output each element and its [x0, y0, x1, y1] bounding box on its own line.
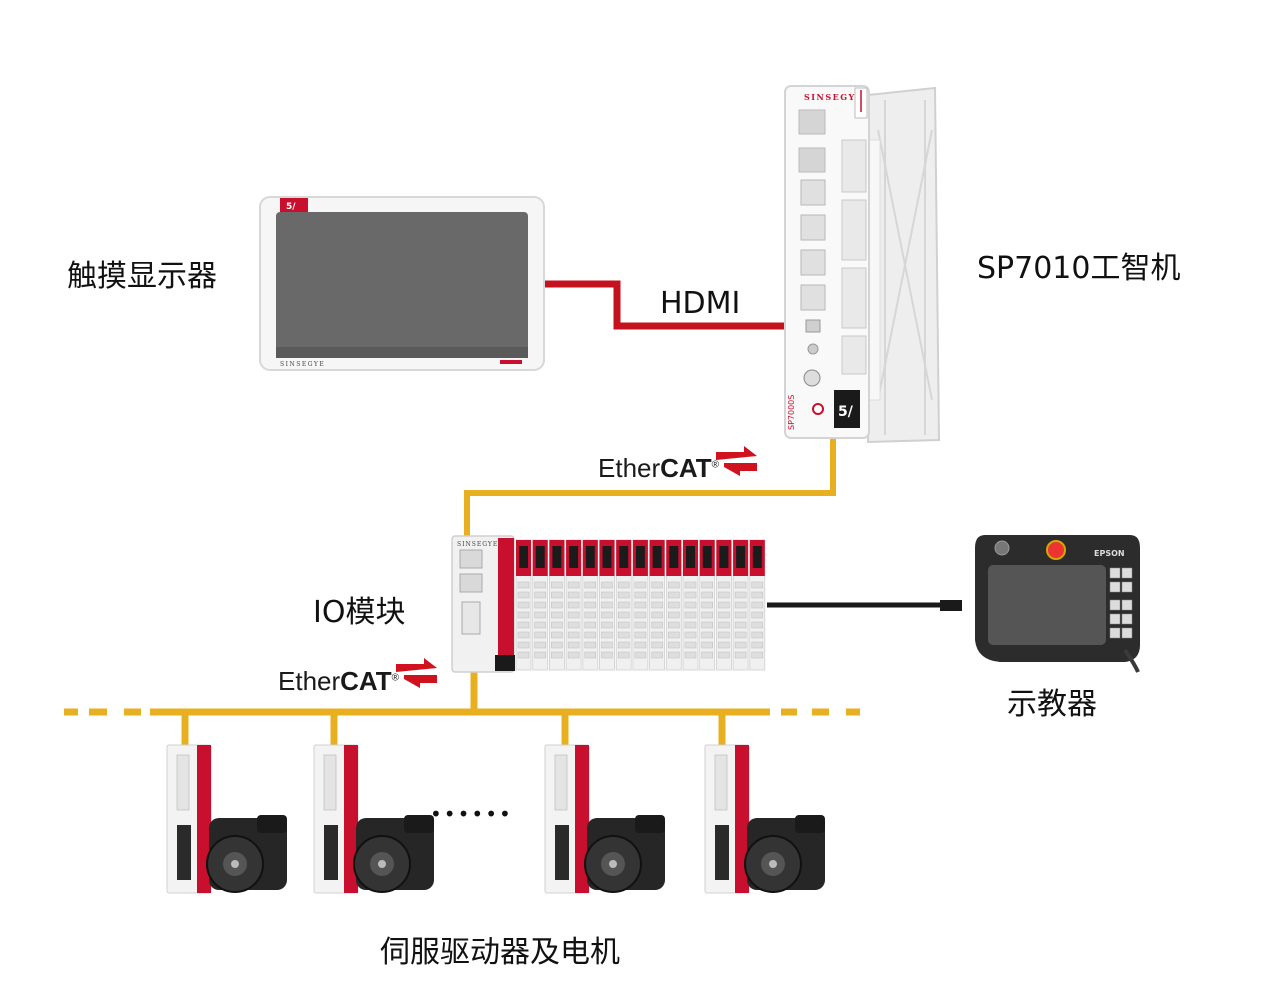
ethercat-mark: ® [391, 672, 400, 684]
svg-text:5/: 5/ [838, 404, 854, 420]
servo-unit [313, 744, 434, 894]
ethercat-bold: CAT [340, 666, 392, 696]
io-slices [515, 539, 766, 671]
io-brand-text: SINSEGYE [457, 541, 498, 548]
io-slice [582, 539, 599, 671]
io-slice [549, 539, 565, 671]
io-slice [615, 539, 632, 671]
io-module-device: SINSEGYE [451, 535, 766, 673]
io-slice [732, 539, 749, 671]
pendant-cable [767, 600, 962, 611]
pendant-brand-text: EPSON [1094, 549, 1125, 558]
servo-unit [544, 744, 665, 894]
ethercat-logo-bottom: EtherCAT® [278, 668, 399, 694]
controller-device: SINSEGYE 5/ SP7000S [784, 85, 941, 444]
io-slice [699, 539, 716, 671]
servo-drives-label: 伺服驱动器及电机 [380, 935, 620, 970]
io-slice [632, 539, 649, 671]
ethercat-bus [64, 668, 860, 748]
touch-display-label: 触摸显示器 [67, 259, 217, 294]
ethercat-prefix: Ether [278, 666, 341, 696]
servo-units [166, 744, 825, 894]
teach-pendant-device: EPSON [975, 535, 1140, 673]
io-slice [649, 539, 665, 671]
io-slice [749, 539, 766, 671]
display-brand-text: SINSEGYE [280, 361, 325, 368]
ethercat-prefix: Ether [598, 453, 661, 483]
io-slice [515, 539, 532, 671]
controller-model-text: SP7000S [787, 395, 796, 430]
io-slice [682, 539, 699, 671]
io-slice [532, 539, 549, 671]
ethercat-bold: CAT [660, 453, 712, 483]
io-slice [565, 539, 582, 671]
hdmi-cable [545, 280, 815, 330]
svg-text:5/: 5/ [286, 202, 296, 212]
io-module-label: IO模块 [313, 595, 406, 630]
hdmi-label: HDMI [660, 286, 741, 321]
io-slice [716, 539, 732, 671]
ethercat-logo-top: EtherCAT® [598, 455, 719, 481]
io-slice [599, 539, 615, 671]
controller-label: SP7010工智机 [977, 251, 1181, 286]
ethercat-logo-arrow-bottom [396, 658, 437, 688]
touch-display-device: 5/ SINSEGYE [259, 196, 545, 371]
io-slice [665, 539, 682, 671]
servo-unit [166, 744, 287, 894]
ethercat-logo-arrow-top [716, 446, 757, 476]
ellipsis-label: •••••• [430, 802, 513, 826]
controller-brand-text: SINSEGYE [804, 92, 863, 102]
servo-unit [704, 744, 825, 894]
ethercat-mark: ® [711, 459, 720, 471]
pendant-label: 示教器 [1007, 687, 1097, 722]
